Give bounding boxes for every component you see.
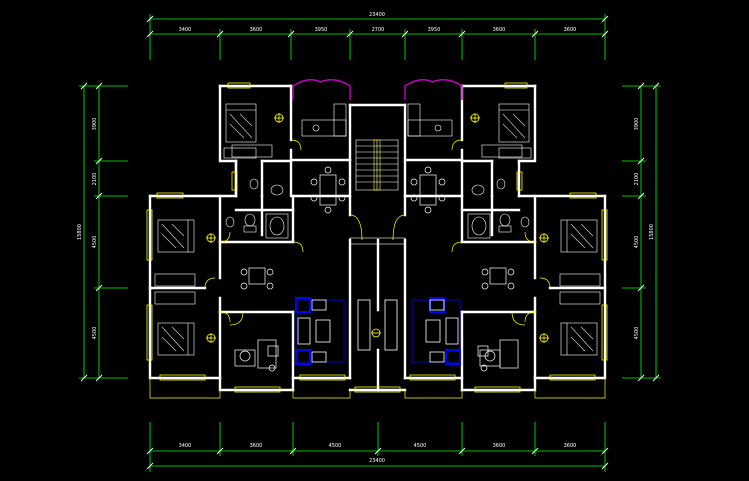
bottom-total-dimension: 23400 [369,458,385,464]
dining-tables [240,166,515,290]
staircase [349,139,406,245]
beds [154,103,601,356]
windows [146,82,608,393]
dimension-ticks [80,15,660,470]
top-dimension-7: 3600 [564,27,577,33]
doors [204,139,551,326]
kitchens [231,103,523,158]
top-dimension-6: 3600 [493,27,506,33]
top-dimension-3: 3950 [315,27,328,33]
left-dimension-2: 2100 [92,173,98,186]
dimension-text: 23400 3400 3600 3950 2700 3950 3600 3600… [77,12,655,464]
top-dimension-4: 2700 [372,27,385,33]
bottom-dimension-4: 4500 [414,443,427,449]
top-dimension-5: 3950 [428,27,441,33]
top-total-dimension: 23400 [369,12,385,18]
balconies [149,378,606,399]
living-rooms [295,297,461,365]
dimension-lines [79,14,661,472]
bottom-dimension-2: 3600 [250,443,263,449]
walls [148,84,607,392]
left-total-dimension: 15800 [77,224,83,240]
right-dimension-2: 2100 [634,173,640,186]
bottom-dimension-1: 3400 [179,443,192,449]
lamps [206,113,549,343]
study-furniture [234,339,519,372]
bottom-dimension-5: 3600 [493,443,506,449]
bottom-dimension-3: 4500 [329,443,342,449]
right-dimension-1: 3900 [634,118,640,131]
bathrooms [225,178,530,239]
bay-windows [292,79,463,100]
left-dimension-3: 4500 [92,236,98,249]
right-dimension-3: 4500 [634,236,640,249]
top-dimension-1: 3400 [179,27,192,33]
left-dimension-1: 3900 [92,118,98,131]
right-dimension-4: 4500 [634,327,640,340]
right-total-dimension: 15800 [649,224,655,240]
left-dimension-4: 4500 [92,327,98,340]
bottom-dimension-6: 3600 [564,443,577,449]
top-dimension-2: 3600 [250,27,263,33]
